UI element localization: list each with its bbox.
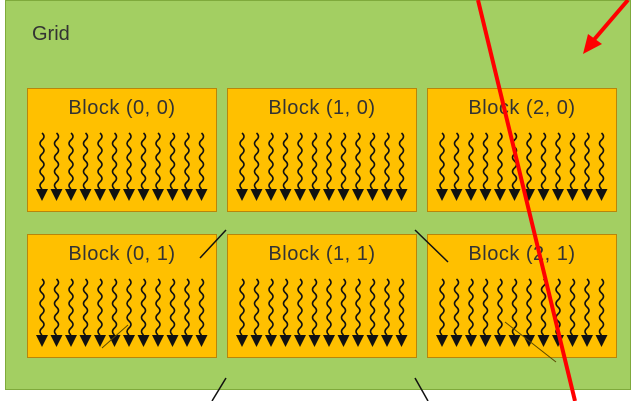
faint-stroke xyxy=(504,321,557,363)
wavy-thread-icon xyxy=(79,132,92,201)
connector-line-left-bottom xyxy=(211,377,227,401)
threads-group xyxy=(436,278,608,347)
wavy-thread-icon xyxy=(465,278,477,347)
wavy-thread-icon xyxy=(195,278,208,347)
wavy-thread-icon xyxy=(250,132,263,201)
block-0-0: Block (0, 0) xyxy=(27,88,217,212)
wavy-thread-icon xyxy=(450,278,463,347)
wavy-thread-icon xyxy=(308,132,321,201)
wavy-thread-icon xyxy=(508,278,521,347)
wavy-thread-icon xyxy=(337,278,350,347)
wavy-thread-icon xyxy=(566,132,579,201)
wavy-thread-icon xyxy=(152,132,164,201)
connector-line-right-top xyxy=(414,229,449,263)
red-arrow-icon xyxy=(583,0,630,54)
wavy-thread-icon xyxy=(137,278,150,347)
connector-line-left-top xyxy=(199,229,227,259)
wavy-thread-icon xyxy=(395,278,408,347)
wavy-thread-icon xyxy=(94,132,106,201)
wavy-thread-icon xyxy=(279,132,292,201)
wavy-thread-icon xyxy=(181,278,193,347)
wavy-thread-icon xyxy=(166,132,179,201)
wavy-thread-icon xyxy=(79,278,92,347)
wavy-thread-icon xyxy=(279,278,292,347)
block-2-0: Block (2, 0) xyxy=(427,88,617,212)
wavy-thread-icon xyxy=(450,132,463,201)
wavy-thread-icon xyxy=(265,132,277,201)
wavy-thread-icon xyxy=(308,278,321,347)
wavy-thread-icon xyxy=(479,132,492,201)
wavy-thread-icon xyxy=(137,132,150,201)
block-0-1: Block (0, 1) xyxy=(27,234,217,358)
wavy-thread-icon xyxy=(479,278,492,347)
grid-label: Grid xyxy=(32,23,70,45)
wavy-thread-icon xyxy=(250,278,263,347)
wavy-thread-icon xyxy=(581,132,593,201)
block-label: Block (0, 1) xyxy=(68,243,176,265)
block-label: Block (1, 0) xyxy=(268,97,376,119)
wavy-thread-icon xyxy=(552,132,564,201)
wavy-thread-icon xyxy=(123,278,135,347)
wavy-thread-icon xyxy=(323,132,335,201)
wavy-thread-icon xyxy=(265,278,277,347)
wavy-thread-icon xyxy=(352,132,364,201)
wavy-thread-icon xyxy=(236,132,248,201)
block-1-0: Block (1, 0) xyxy=(227,88,417,212)
wavy-thread-icon xyxy=(352,278,364,347)
wavy-thread-icon xyxy=(195,132,208,201)
wavy-thread-icon xyxy=(436,132,448,201)
wavy-thread-icon xyxy=(494,132,506,201)
wavy-thread-icon xyxy=(323,278,335,347)
wavy-thread-icon xyxy=(50,132,63,201)
wavy-thread-icon xyxy=(236,278,248,347)
threads-group xyxy=(436,132,608,201)
wavy-thread-icon xyxy=(50,278,63,347)
wavy-thread-icon xyxy=(381,132,393,201)
wavy-thread-icon xyxy=(494,278,506,347)
red-annotation-line xyxy=(476,0,577,401)
block-label: Block (1, 1) xyxy=(268,243,376,265)
wavy-thread-icon xyxy=(108,132,121,201)
block-label: Block (2, 1) xyxy=(468,243,576,265)
wavy-thread-icon xyxy=(366,278,379,347)
wavy-thread-icon xyxy=(123,132,135,201)
wavy-thread-icon xyxy=(94,278,106,347)
threads-group xyxy=(36,278,208,347)
wavy-thread-icon xyxy=(595,278,608,347)
wavy-thread-icon xyxy=(366,132,379,201)
threads-group xyxy=(36,132,208,201)
wavy-thread-icon xyxy=(581,278,593,347)
wavy-thread-icon xyxy=(181,132,193,201)
wavy-thread-icon xyxy=(537,132,550,201)
wavy-thread-icon xyxy=(595,132,608,201)
threads-group xyxy=(236,278,408,347)
wavy-thread-icon xyxy=(436,278,448,347)
wavy-thread-icon xyxy=(152,278,164,347)
wavy-thread-icon xyxy=(36,132,48,201)
block-2-1: Block (2, 1) xyxy=(427,234,617,358)
wavy-thread-icon xyxy=(65,132,77,201)
wavy-thread-icon xyxy=(337,132,350,201)
faint-stroke xyxy=(101,324,129,349)
wavy-thread-icon xyxy=(36,278,48,347)
threads-group xyxy=(236,132,408,201)
wavy-thread-icon xyxy=(465,132,477,201)
wavy-thread-icon xyxy=(566,278,579,347)
wavy-thread-icon xyxy=(108,278,121,347)
connector-line-right-bottom xyxy=(414,377,429,401)
wavy-thread-icon xyxy=(294,132,306,201)
block-label: Block (0, 0) xyxy=(68,97,176,119)
wavy-thread-icon xyxy=(381,278,393,347)
wavy-thread-icon xyxy=(537,278,550,347)
wavy-thread-icon xyxy=(65,278,77,347)
wavy-thread-icon xyxy=(395,132,408,201)
wavy-thread-icon xyxy=(294,278,306,347)
block-1-1: Block (1, 1) xyxy=(227,234,417,358)
wavy-thread-icon xyxy=(166,278,179,347)
